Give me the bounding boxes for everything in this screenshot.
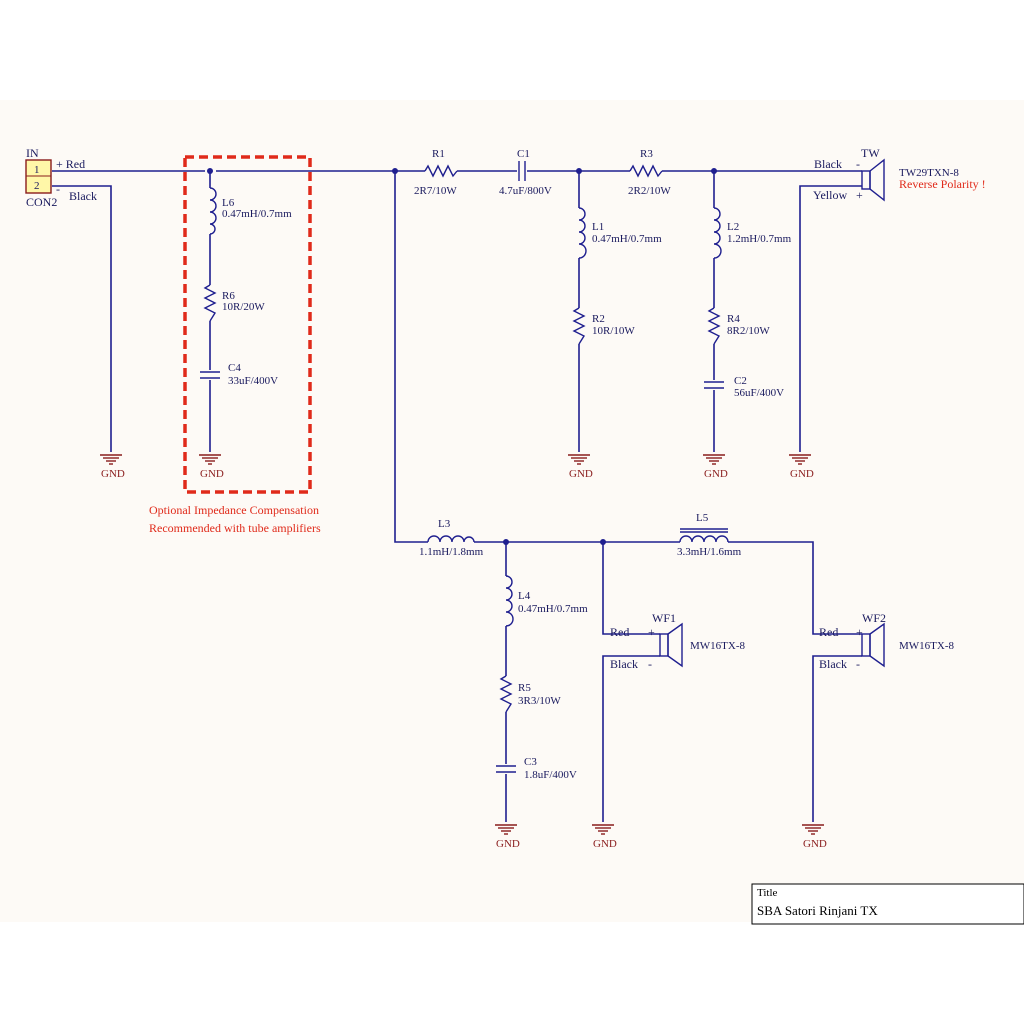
capacitor-C1: C1 4.7uF/800V xyxy=(499,148,552,197)
title-block: Title SBA Satori Rinjani TX xyxy=(751,883,1024,925)
tweeter-speaker: TW TW29TXN-8 Reverse Polarity ! Black - … xyxy=(813,146,986,202)
svg-text:GND: GND xyxy=(704,468,728,480)
inductor-L3: L3 1.1mH/1.8mm xyxy=(419,518,484,558)
svg-text:L3: L3 xyxy=(438,518,451,530)
wires xyxy=(52,168,862,822)
svg-text:R3: R3 xyxy=(640,148,653,160)
svg-text:0.47mH/0.7mm: 0.47mH/0.7mm xyxy=(518,603,588,615)
connector-name: IN xyxy=(26,146,39,160)
capacitor-C3: C3 1.8uF/400V xyxy=(496,756,577,781)
resistor-R1: R1 2R7/10W xyxy=(414,148,458,197)
svg-text:0.47mH/0.7mm: 0.47mH/0.7mm xyxy=(222,208,292,220)
svg-text:10R/20W: 10R/20W xyxy=(222,301,265,313)
svg-text:L6: L6 xyxy=(222,197,235,209)
title-caption: Title xyxy=(757,887,778,899)
svg-text:Black: Black xyxy=(610,657,638,671)
svg-text:+: + xyxy=(856,188,863,202)
svg-text:R4: R4 xyxy=(727,313,740,325)
svg-text:1.8uF/400V: 1.8uF/400V xyxy=(524,769,577,781)
svg-text:Red: Red xyxy=(610,625,629,639)
svg-text:WF1: WF1 xyxy=(652,611,676,625)
svg-text:Black: Black xyxy=(819,657,847,671)
svg-text:3R3/10W: 3R3/10W xyxy=(518,695,561,707)
svg-text:C1: C1 xyxy=(517,148,530,160)
svg-text:TW: TW xyxy=(861,146,880,160)
svg-text:-: - xyxy=(648,657,652,671)
svg-text:C3: C3 xyxy=(524,756,537,768)
compensation-note-line2: Recommended with tube amplifiers xyxy=(149,521,321,535)
resistor-R4: R4 8R2/10W xyxy=(707,307,770,345)
svg-text:GND: GND xyxy=(569,468,593,480)
svg-text:GND: GND xyxy=(101,468,125,480)
svg-text:L5: L5 xyxy=(696,512,709,524)
svg-text:10R/10W: 10R/10W xyxy=(592,325,635,337)
svg-text:GND: GND xyxy=(593,838,617,850)
svg-text:C4: C4 xyxy=(228,362,241,374)
connector-ref: CON2 xyxy=(26,195,57,209)
input-minus-label: Black xyxy=(69,189,97,203)
svg-text:Black: Black xyxy=(814,157,842,171)
resistor-R6: R6 10R/20W xyxy=(203,284,265,322)
inductor-L6: L6 0.47mH/0.7mm xyxy=(209,187,292,235)
inductor-L2: L2 1.2mH/0.7mm xyxy=(713,207,792,259)
svg-text:56uF/400V: 56uF/400V xyxy=(734,387,784,399)
capacitor-C2: C2 56uF/400V xyxy=(704,375,784,399)
svg-text:33uF/400V: 33uF/400V xyxy=(228,375,278,387)
svg-text:WF2: WF2 xyxy=(862,611,886,625)
svg-text:1.1mH/1.8mm: 1.1mH/1.8mm xyxy=(419,546,484,558)
svg-text:8R2/10W: 8R2/10W xyxy=(727,325,770,337)
svg-text:1.2mH/0.7mm: 1.2mH/0.7mm xyxy=(727,233,792,245)
input-plus-label: + Red xyxy=(56,157,85,171)
svg-text:Yellow: Yellow xyxy=(813,188,847,202)
svg-text:+: + xyxy=(648,625,655,639)
reverse-polarity-note: Reverse Polarity ! xyxy=(899,177,986,191)
svg-text:GND: GND xyxy=(803,838,827,850)
svg-text:Red: Red xyxy=(819,625,838,639)
svg-text:TW29TXN-8: TW29TXN-8 xyxy=(899,167,959,179)
optional-compensation-box: Optional Impedance Compensation Recommen… xyxy=(149,155,321,535)
input-minus-sign: - xyxy=(56,182,60,196)
svg-text:4.7uF/800V: 4.7uF/800V xyxy=(499,185,552,197)
svg-text:GND: GND xyxy=(790,468,814,480)
resistor-R3: R3 2R2/10W xyxy=(628,148,671,197)
connector-pin2: 2 xyxy=(34,180,40,192)
svg-text:L1: L1 xyxy=(592,221,604,233)
svg-text:GND: GND xyxy=(496,838,520,850)
inductor-L5: L5 3.3mH/1.6mm xyxy=(677,512,742,558)
connector-pin1: 1 xyxy=(34,164,40,176)
svg-text:R2: R2 xyxy=(592,313,605,325)
svg-text:R5: R5 xyxy=(518,682,531,694)
svg-text:C2: C2 xyxy=(734,375,747,387)
svg-text:L4: L4 xyxy=(518,590,531,602)
inductor-L1: L1 0.47mH/0.7mm xyxy=(578,207,662,259)
schematic-title: SBA Satori Rinjani TX xyxy=(757,903,878,918)
svg-text:2R7/10W: 2R7/10W xyxy=(414,185,457,197)
svg-text:MW16TX-8: MW16TX-8 xyxy=(690,640,745,652)
svg-text:MW16TX-8: MW16TX-8 xyxy=(899,640,954,652)
resistor-R2: R2 10R/10W xyxy=(572,307,635,345)
svg-text:+: + xyxy=(856,625,863,639)
svg-text:GND: GND xyxy=(200,468,224,480)
svg-text:-: - xyxy=(856,157,860,171)
svg-text:3.3mH/1.6mm: 3.3mH/1.6mm xyxy=(677,546,742,558)
svg-text:2R2/10W: 2R2/10W xyxy=(628,185,671,197)
svg-text:L2: L2 xyxy=(727,221,739,233)
capacitor-C4: C4 33uF/400V xyxy=(200,362,278,387)
svg-text:R6: R6 xyxy=(222,290,235,302)
ground-symbols: GND GND GND GND GND GND GND GND xyxy=(99,454,827,850)
schematic-sheet xyxy=(0,100,1024,922)
svg-text:R1: R1 xyxy=(432,148,445,160)
input-connector: 1 2 IN CON2 + Red - Black xyxy=(25,146,97,209)
svg-text:-: - xyxy=(856,657,860,671)
woofer2-speaker: WF2 MW16TX-8 Red + Black - xyxy=(819,611,954,671)
svg-text:0.47mH/0.7mm: 0.47mH/0.7mm xyxy=(592,233,662,245)
compensation-note-line1: Optional Impedance Compensation xyxy=(149,503,319,517)
woofer1-speaker: WF1 MW16TX-8 Red + Black - xyxy=(610,611,745,671)
resistor-R5: R5 3R3/10W xyxy=(499,675,561,713)
inductor-L4: L4 0.47mH/0.7mm xyxy=(505,575,588,627)
